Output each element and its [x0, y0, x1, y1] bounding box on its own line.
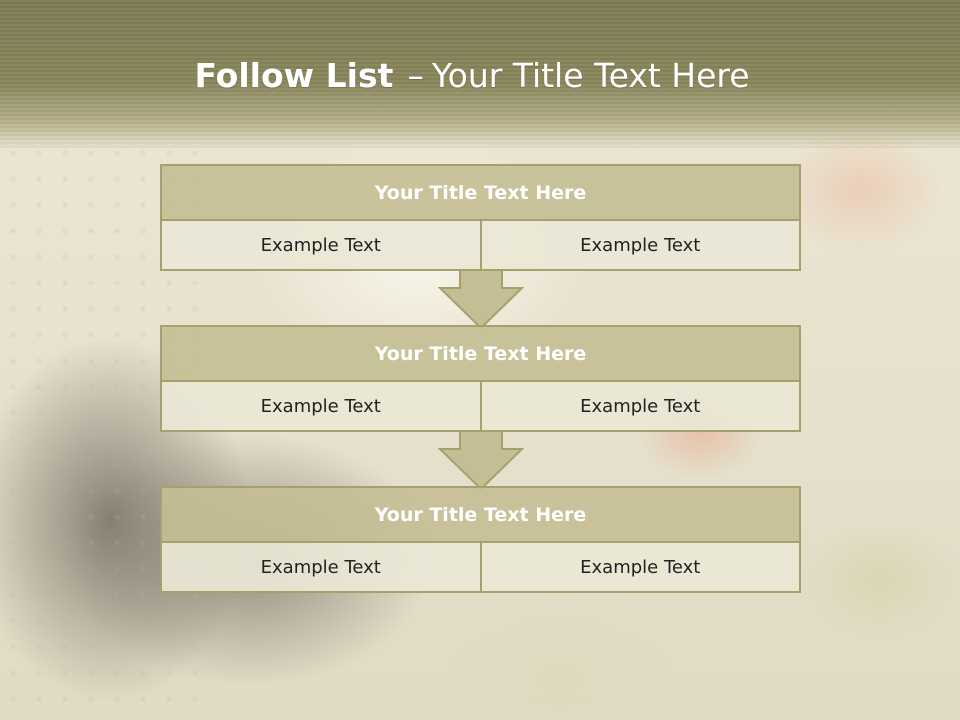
title-bold: Follow List: [194, 56, 394, 95]
step-3: Your Title Text Here Example Text Exampl…: [160, 486, 801, 593]
step-3-cell-right: Example Text: [479, 543, 799, 591]
step-2-title: Your Title Text Here: [160, 325, 801, 382]
down-arrow-icon: [438, 270, 524, 330]
step-1-cell-right: Example Text: [479, 221, 799, 269]
step-2-row: Example Text Example Text: [160, 382, 801, 432]
step-1-row: Example Text Example Text: [160, 221, 801, 271]
step-2-cell-right: Example Text: [479, 382, 799, 430]
step-1-title: Your Title Text Here: [160, 164, 801, 221]
step-1: Your Title Text Here Example Text Exampl…: [160, 164, 801, 271]
step-2: Your Title Text Here Example Text Exampl…: [160, 325, 801, 432]
title-rest: Your Title Text Here: [431, 56, 750, 95]
page-title: Follow List–Your Title Text Here: [0, 54, 952, 98]
step-1-cell-left: Example Text: [162, 221, 480, 269]
step-2-cell-left: Example Text: [162, 382, 480, 430]
step-3-row: Example Text Example Text: [160, 543, 801, 593]
title-dash: –: [407, 56, 424, 95]
step-3-cell-left: Example Text: [162, 543, 480, 591]
step-3-title: Your Title Text Here: [160, 486, 801, 543]
title-band: [0, 0, 960, 150]
down-arrow-icon: [438, 431, 524, 491]
